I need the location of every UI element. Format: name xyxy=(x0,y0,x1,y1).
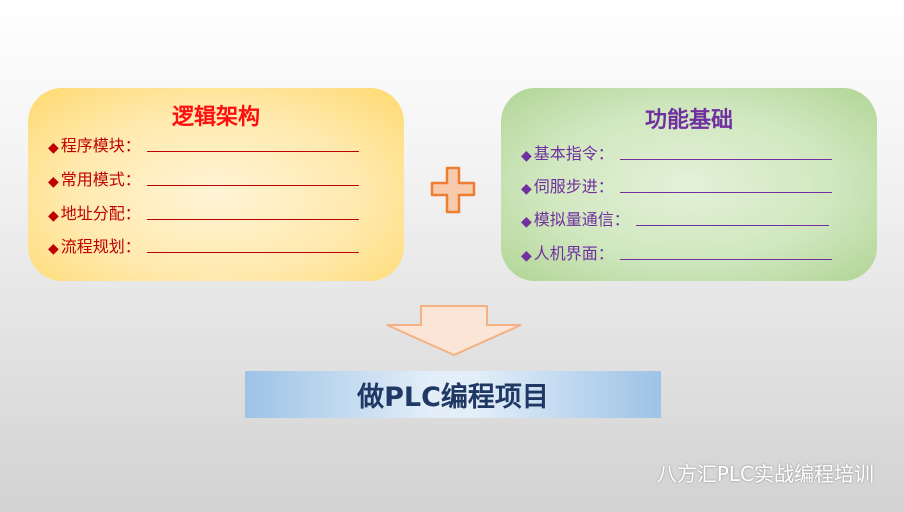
diamond-bullet-icon: ◆ xyxy=(521,148,532,164)
diamond-bullet-icon: ◆ xyxy=(48,241,59,257)
diamond-bullet-icon: ◆ xyxy=(48,174,59,190)
plus-icon xyxy=(430,166,476,214)
item-label: 地址分配： xyxy=(60,204,141,223)
item-label: 流程规划： xyxy=(60,237,141,256)
blank-line xyxy=(146,252,359,253)
item-label: 伺服步进： xyxy=(533,177,614,196)
list-item: ◆模拟量通信： xyxy=(521,208,829,230)
blank-line xyxy=(146,185,359,186)
card-title: 功能基础 xyxy=(644,108,733,133)
item-label: 模拟量通信： xyxy=(533,210,630,229)
diamond-bullet-icon: ◆ xyxy=(521,214,532,230)
blank-line xyxy=(146,219,359,220)
down-arrow-icon xyxy=(386,305,522,357)
blank-line xyxy=(619,259,832,260)
diamond-bullet-icon: ◆ xyxy=(48,208,59,224)
card-title: 逻辑架构 xyxy=(171,105,260,130)
logic-architecture-card: 逻辑架构 ◆程序模块： ◆常用模式： ◆地址分配： ◆流程规划： xyxy=(28,88,404,281)
list-item: ◆伺服步进： xyxy=(521,175,832,197)
blank-line xyxy=(619,159,832,160)
item-label: 基本指令： xyxy=(533,144,614,163)
list-item: ◆流程规划： xyxy=(48,235,359,257)
blank-line xyxy=(619,192,832,193)
diamond-bullet-icon: ◆ xyxy=(521,248,532,264)
list-item: ◆常用模式： xyxy=(48,168,359,190)
footer-watermark: 八方汇PLC实战编程培训 xyxy=(656,462,874,486)
item-label: 常用模式： xyxy=(60,170,141,189)
list-item: ◆地址分配： xyxy=(48,202,359,224)
blank-line xyxy=(146,151,359,152)
list-item: ◆人机界面： xyxy=(521,242,832,264)
diamond-bullet-icon: ◆ xyxy=(521,181,532,197)
diamond-bullet-icon: ◆ xyxy=(48,140,59,156)
blank-line xyxy=(635,225,829,226)
function-basics-card: 功能基础 ◆基本指令： ◆伺服步进： ◆模拟量通信： ◆人机界面： xyxy=(501,88,877,281)
goal-banner: 做PLC编程项目 xyxy=(245,371,661,418)
list-item: ◆基本指令： xyxy=(521,142,832,164)
item-label: 人机界面： xyxy=(533,244,614,263)
item-label: 程序模块： xyxy=(60,136,141,155)
list-item: ◆程序模块： xyxy=(48,134,359,156)
